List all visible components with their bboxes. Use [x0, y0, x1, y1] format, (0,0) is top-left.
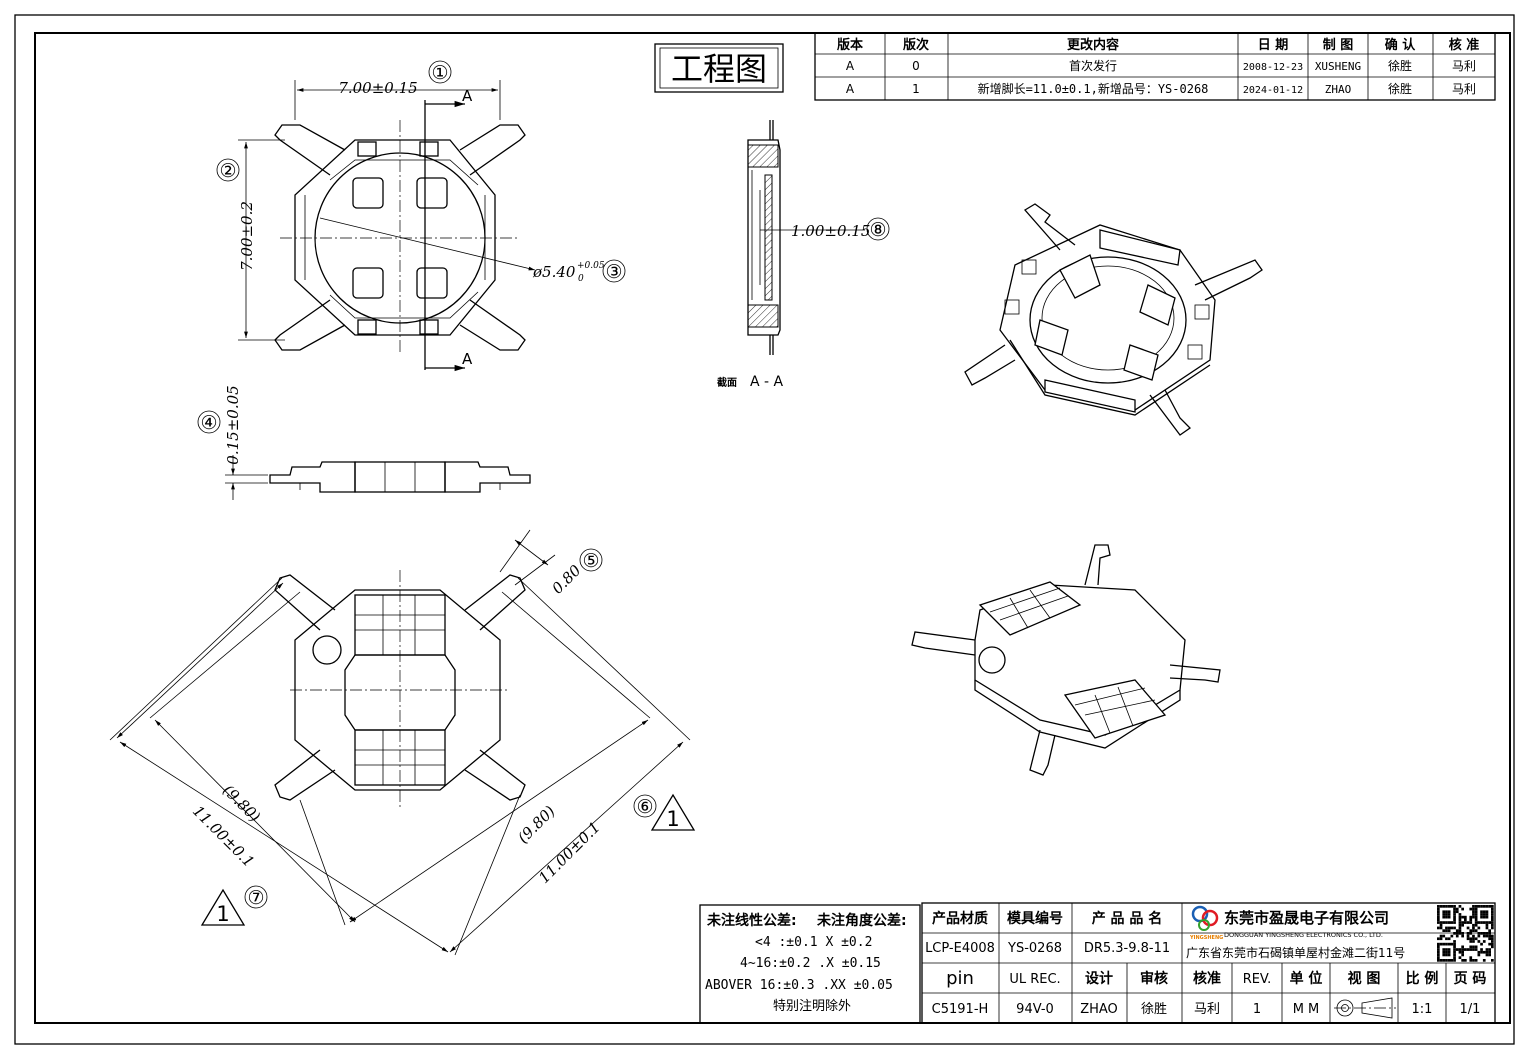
dim-4: 0.15±0.05 [224, 385, 242, 464]
mold-label: 模具编号 [1007, 910, 1063, 927]
rev-row1-change: 首次发行 [1069, 58, 1117, 73]
rev-value: 1 [1253, 1002, 1261, 1017]
company-name-cn: 东莞市盈晟电子有限公司 [1224, 909, 1389, 927]
rev-header-change: 更改内容 [1067, 37, 1119, 53]
isometric-view-top [964, 203, 1263, 436]
rev-header-revision: 版次 [903, 37, 929, 53]
product-label: 产 品 品 名 [1092, 910, 1163, 927]
company-name-en: DONGGUAN YINGSHENG ELECTRONICS CO., LTD. [1224, 931, 1383, 939]
top-view: A A 7.00±0.15 ① 7.00±0.2 ② ø5.40 +0.05 0… [216, 60, 626, 372]
scale-label: 比 例 [1406, 970, 1439, 987]
dim-6-ref: (9.80) [514, 802, 559, 847]
dim-6: 11.00±0.1 [535, 818, 604, 887]
material-value: LCP-E4008 [925, 941, 995, 956]
tolerance-block: 未注线性公差: 未注角度公差: <4 :±0.1 X ±0.2 4~16:±0.… [699, 904, 921, 1024]
tolerance-row-1: <4 :±0.1 X ±0.2 [755, 935, 872, 950]
approve-label: 核准 [1193, 970, 1221, 987]
ul-label: UL REC. [1009, 972, 1060, 987]
company-address: 广东省东莞市石碣镇单屋村金滩二街11号 [1186, 945, 1405, 960]
view-label: 视 图 [1348, 970, 1381, 987]
balloon-7: ⑦ [247, 887, 264, 909]
rev-row2-change: 新增脚长=11.0±0.1,新增品号：YS-0268 [978, 81, 1209, 96]
angle-tolerance-title: 未注角度公差: [817, 912, 907, 929]
rev-row1-revision: 0 [912, 59, 920, 73]
rev-row2-version: A [846, 82, 855, 96]
rev-row1-approve: 马利 [1452, 59, 1476, 73]
dim-5: 0.80 [548, 561, 585, 598]
rev-row1-version: A [846, 59, 855, 73]
section-view-a-a: 1.00±0.15 ⑧ 截面 A - A [717, 120, 890, 390]
balloon-2: ② [219, 160, 236, 182]
dim-7-ref: (9.80) [219, 781, 264, 826]
rev-header-confirm: 确 认 [1385, 37, 1417, 53]
rev-row1-confirm: 徐胜 [1388, 58, 1412, 73]
section-caption-bold: 截面 [717, 376, 737, 389]
company-logo-text: YINGSHENG [1189, 935, 1223, 941]
ul-value: 94V-0 [1016, 1002, 1054, 1017]
pin-value: C5191-H [932, 1002, 989, 1017]
design-value: ZHAO [1080, 1002, 1118, 1017]
dim-8: 1.00±0.15 [791, 222, 870, 240]
dim-3-tol-lower: 0 [578, 274, 584, 284]
isometric-view-bottom [911, 544, 1221, 776]
balloon-8: ⑧ [869, 219, 886, 241]
title-block: 产品材质 模具编号 产 品 品 名 设计 审核 核准 单 位 视 图 比 例 页… [921, 902, 1496, 1024]
rev-row2-approve: 马利 [1452, 82, 1476, 96]
dim-3: ø5.40 [532, 263, 576, 281]
dim-1: 7.00±0.15 [338, 79, 417, 97]
design-label: 设计 [1085, 970, 1113, 987]
rev-row2-drawn: ZHAO [1325, 83, 1352, 96]
dim-2: 7.00±0.2 [238, 201, 256, 271]
unit-label: 单 位 [1290, 970, 1323, 987]
dim-3-tol-upper: +0.05 [577, 261, 605, 271]
rev-header-approve: 核 准 [1449, 37, 1480, 53]
pin-label: pin [946, 968, 974, 989]
approve-value: 马利 [1194, 1002, 1220, 1017]
rev-row2-date: 2024-01-12 [1243, 85, 1303, 96]
rev-row1-drawn: XUSHENG [1315, 60, 1361, 73]
balloon-4: ④ [200, 412, 217, 434]
balloon-3: ③ [605, 261, 622, 283]
unit-value: M M [1293, 1002, 1320, 1017]
scale-value: 1:1 [1412, 1002, 1433, 1017]
balloon-5: ⑤ [582, 550, 599, 572]
review-label: 审核 [1140, 970, 1168, 987]
rev-header-version: 版本 [837, 37, 863, 53]
side-view: 0.15±0.05 ④ [197, 385, 531, 500]
projection-symbol [1334, 997, 1396, 1019]
page-label: 页 码 [1454, 971, 1487, 987]
rev-header-drawn: 制 图 [1323, 37, 1354, 53]
rev-label: REV. [1243, 972, 1272, 987]
mold-value: YS-0268 [1007, 941, 1062, 956]
product-value: DR5.3-9.8-11 [1084, 941, 1170, 956]
drawing-title-text: 工程图 [671, 50, 767, 88]
outer-border [14, 14, 1515, 1045]
tolerance-note: 特别注明除外 [773, 999, 851, 1014]
company-logo-icon [1191, 905, 1219, 931]
rev-row2-confirm: 徐胜 [1388, 81, 1412, 96]
balloon-1: ① [431, 62, 448, 84]
material-label: 产品材质 [932, 910, 988, 927]
bottom-view: (9.80) 11.00±0.1 (9.80) 11.00±0.1 0.80 ⑤… [109, 529, 696, 956]
balloon-6: ⑥ [636, 796, 653, 818]
review-value: 徐胜 [1141, 1002, 1167, 1017]
tolerance-row-3: ABOVER 16:±0.3 .XX ±0.05 [705, 978, 893, 993]
rev-header-date: 日 期 [1258, 38, 1289, 53]
revision-table: 版本 版次 更改内容 日 期 制 图 确 认 核 准 A 0 首次发行 2008… [814, 32, 1496, 101]
section-marker-bottom: A [462, 350, 473, 368]
revision-triangle-1: 1 [666, 807, 679, 831]
qr-code-icon [1437, 905, 1494, 962]
section-caption: A - A [750, 374, 784, 390]
page-value: 1/1 [1460, 1002, 1481, 1017]
rev-row2-revision: 1 [912, 82, 920, 96]
tolerance-row-2: 4~16:±0.2 .X ±0.15 [740, 956, 881, 971]
revision-triangle-2: 1 [216, 902, 229, 926]
linear-tolerance-title: 未注线性公差: [707, 912, 797, 929]
section-marker-top: A [462, 87, 473, 105]
drawing-title-box: 工程图 [654, 43, 784, 93]
rev-row1-date: 2008-12-23 [1243, 62, 1303, 73]
